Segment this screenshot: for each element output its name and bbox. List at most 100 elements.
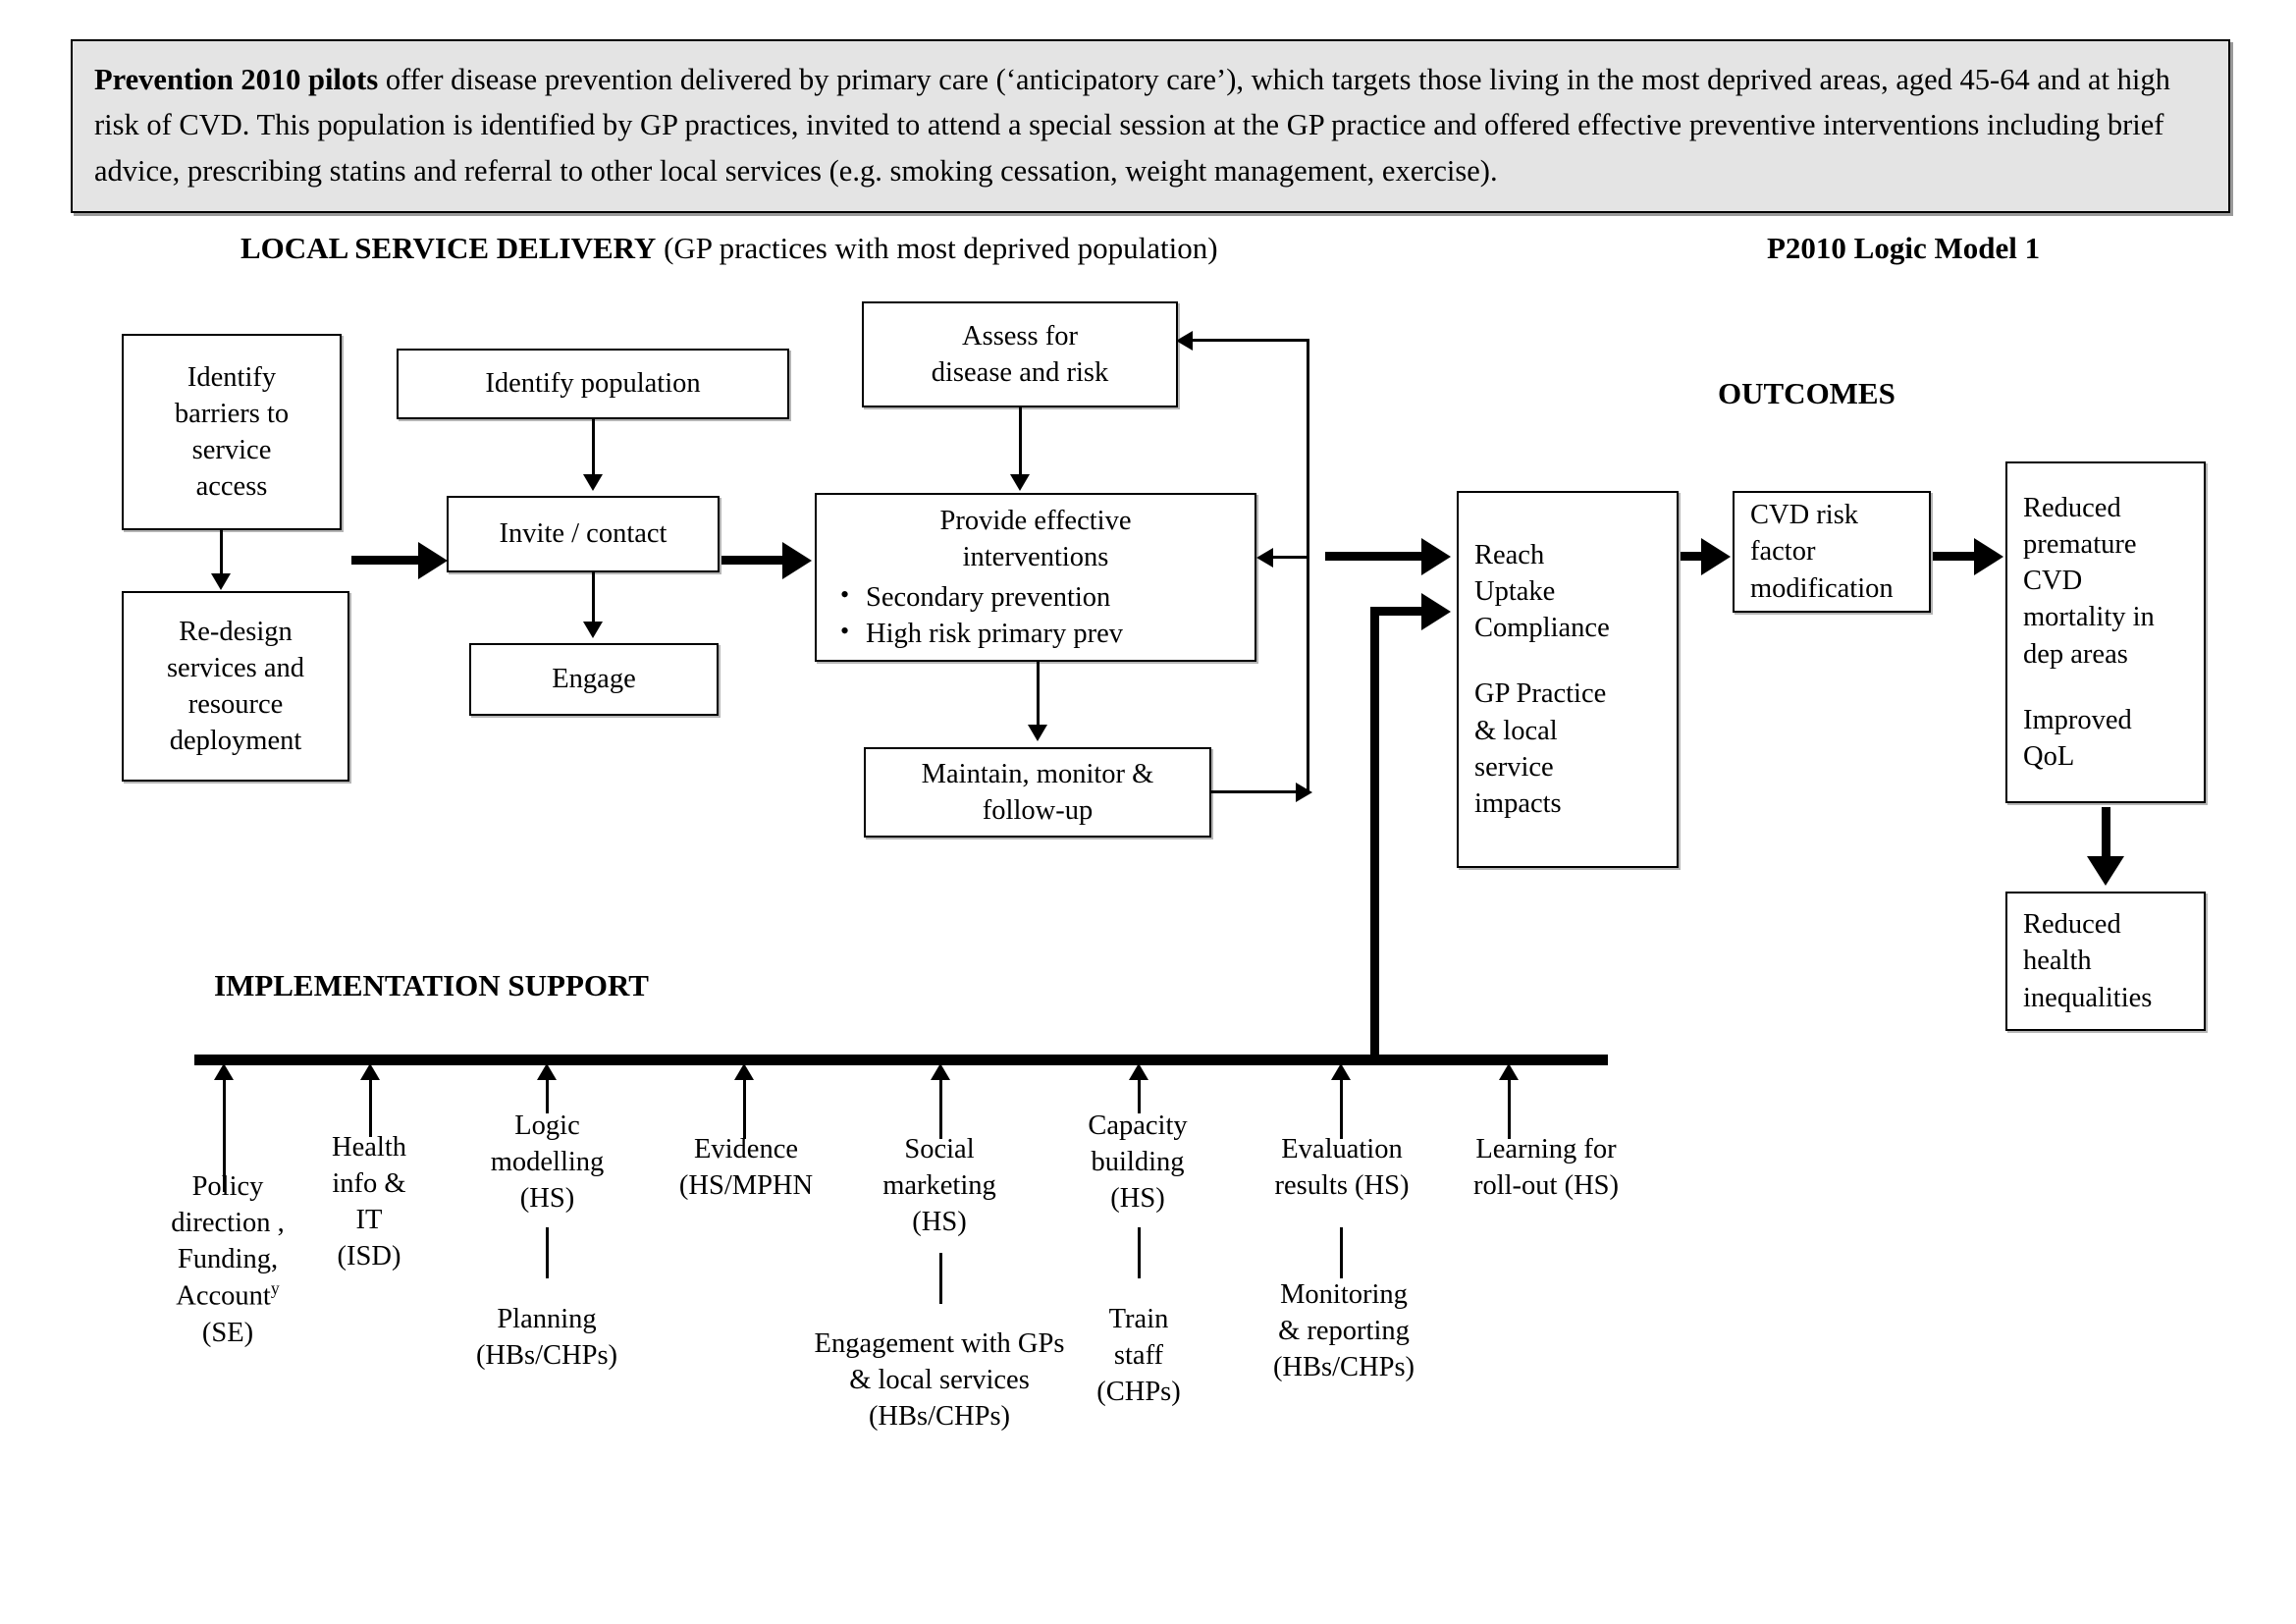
node-cvd-risk-factor-modification: CVD risk factor modification (1733, 491, 1931, 613)
node-line: Maintain, monitor & (921, 758, 1154, 789)
connector-assess-to-provide (1019, 407, 1022, 476)
support-stem (1138, 1076, 1141, 1113)
sub-support-item-monitoring-reporting: Monitoring & reporting (HBs/CHPs) (1235, 1276, 1453, 1385)
arrow-right-icon (1701, 538, 1731, 575)
connector-redesign-to-invite (351, 556, 420, 565)
sub-support-line: Planning (497, 1304, 597, 1334)
sub-support-line: (HBs/CHPs) (1272, 1352, 1415, 1383)
node-line: access (195, 471, 268, 503)
support-line: (HS) (912, 1207, 967, 1238)
node-line: Improved (2023, 704, 2132, 735)
support-line: results (HS) (1274, 1170, 1410, 1202)
arrow-down-icon (2087, 856, 2124, 886)
node-line: Identify population (485, 368, 701, 400)
arrow-down-icon (583, 622, 603, 638)
node-line: services and (166, 652, 305, 683)
section-title-local-service-delivery: LOCAL SERVICE DELIVERY (GP practices wit… (240, 231, 1218, 266)
arrow-up-icon (1129, 1063, 1148, 1080)
support-item-evaluation-results: Evaluation results (HS) (1249, 1131, 1435, 1204)
node-reduced-health-inequalities: Reduced health inequalities (2005, 892, 2206, 1031)
support-line: (HS) (1110, 1183, 1165, 1215)
implementation-support-bar (194, 1055, 1608, 1065)
sub-support-line: staff (1113, 1340, 1164, 1372)
support-line: Policy (191, 1171, 264, 1202)
list-item: Secondary prevention (840, 578, 1123, 616)
support-line: IT (355, 1205, 383, 1236)
node-line: resource (187, 689, 284, 720)
node-line: Compliance (1474, 613, 1610, 644)
arrow-up-icon (537, 1063, 557, 1080)
connector-reducedcvd-to-inequalities (2102, 807, 2110, 864)
connector-to-reach-upper (1325, 552, 1423, 561)
connector-barriers-to-redesign (220, 530, 223, 575)
node-assess-disease-risk: Assess for disease and risk (862, 301, 1178, 407)
support-item-learning-for-rollout: Learning for roll-out (HS) (1443, 1131, 1649, 1204)
support-stem (223, 1076, 226, 1192)
support-line: Funding, (177, 1244, 279, 1275)
node-engage: Engage (469, 643, 719, 716)
support-item-logic-modelling: Logic modelling (HS) (461, 1108, 633, 1217)
support-line: Learning for (1475, 1134, 1617, 1164)
node-line: Engage (552, 664, 636, 695)
sub-support-line: (CHPs) (1096, 1377, 1181, 1408)
arrow-left-icon (1256, 548, 1273, 568)
support-line: Health (332, 1132, 406, 1163)
node-line: Reach (1474, 540, 1545, 571)
support-line: Accounty (144, 1277, 311, 1315)
node-line: Assess for (962, 320, 1078, 352)
connector-cvdrisk-to-reducedcvd (1933, 552, 1976, 561)
arrow-down-icon (1028, 725, 1047, 741)
support-stem (939, 1076, 942, 1139)
node-line: Provide effective (939, 505, 1132, 536)
node-line: Re-design (179, 616, 293, 647)
arrow-right-icon (1974, 538, 2003, 575)
intervention-bullet-list: Secondary prevention High risk primary p… (817, 578, 1123, 652)
node-invite-contact: Invite / contact (447, 496, 720, 572)
node-maintain-monitor-followup: Maintain, monitor & follow-up (864, 747, 1211, 838)
node-line: mortality in (2023, 602, 2155, 633)
support-line: Capacity (1088, 1110, 1188, 1141)
sub-support-stem (939, 1253, 942, 1304)
node-identify-barriers: Identify barriers to service access (122, 334, 342, 530)
section-title-implementation-support: IMPLEMENTATION SUPPORT (214, 968, 649, 1002)
support-stem (1340, 1076, 1343, 1139)
support-line: (ISD) (337, 1241, 401, 1272)
support-line: direction , (171, 1208, 285, 1239)
support-stem (369, 1076, 372, 1137)
node-line: factor (1750, 536, 1816, 568)
sub-support-line: & reporting (1278, 1316, 1410, 1347)
connector-invite-to-engage (592, 572, 595, 623)
connector-implementation-to-reach (1370, 607, 1429, 616)
node-line: premature (2023, 529, 2137, 561)
arrow-down-icon (583, 474, 603, 491)
connector-riser-to-provide (1270, 556, 1309, 559)
arrow-right-icon (1421, 593, 1451, 630)
node-reach-uptake-compliance: Reach Uptake Compliance GP Practice & lo… (1457, 491, 1679, 868)
arrow-right-icon (1296, 783, 1312, 802)
support-line: (SE) (201, 1317, 254, 1348)
node-line: QoL (2023, 740, 2075, 772)
node-line: service (1474, 751, 1554, 783)
node-line: Reduced (2023, 493, 2121, 524)
arrow-left-icon (1176, 331, 1193, 351)
node-line: inequalities (2023, 982, 2153, 1013)
arrow-up-icon (360, 1063, 380, 1080)
sub-support-stem (1138, 1227, 1141, 1278)
arrow-up-icon (734, 1063, 754, 1080)
support-line: Logic (514, 1110, 580, 1141)
support-line: building (1091, 1147, 1185, 1178)
node-line: modification (1750, 572, 1894, 604)
connector-invite-to-provide (721, 556, 784, 565)
support-line-text: Account (176, 1280, 271, 1312)
connector-identifypop-to-invite (592, 419, 595, 476)
support-item-policy-direction: Policy direction , Funding, Accounty (SE… (144, 1168, 311, 1351)
support-item-health-info-it: Health info & IT (ISD) (295, 1129, 443, 1274)
node-provide-interventions: Provide effective interventions Secondar… (815, 493, 1256, 662)
arrow-up-icon (931, 1063, 950, 1080)
arrow-down-icon (211, 573, 231, 590)
support-item-capacity-building: Capacity building (HS) (1059, 1108, 1216, 1217)
node-line: health (2023, 946, 2092, 977)
description-text: Prevention 2010 pilots offer disease pre… (94, 57, 2207, 193)
support-stem (546, 1076, 549, 1113)
